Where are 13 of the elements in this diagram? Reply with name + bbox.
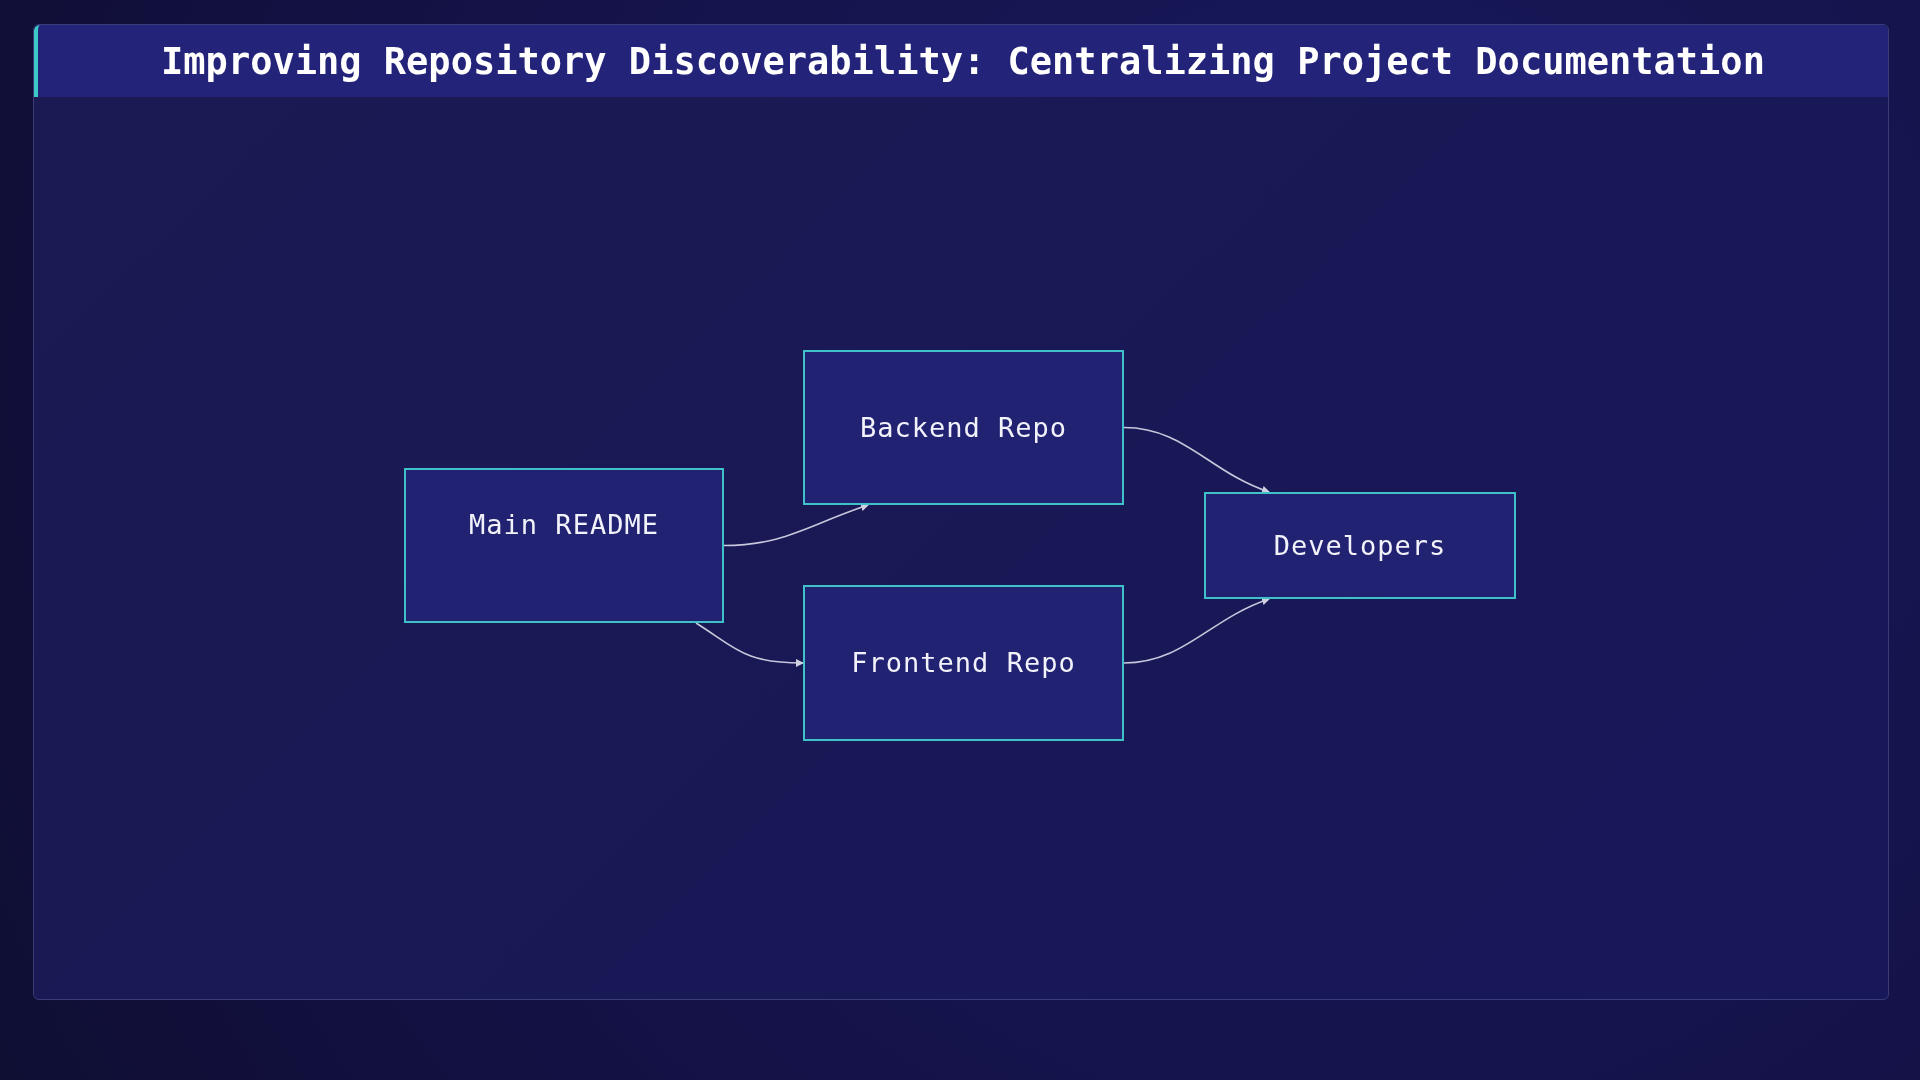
arrow xyxy=(1123,597,1270,664)
arrow xyxy=(695,622,804,667)
process-box xyxy=(803,350,1124,505)
process-box xyxy=(803,585,1124,741)
arrow xyxy=(723,503,869,547)
node-label: Main README xyxy=(469,508,659,542)
node-label: Frontend Repo xyxy=(851,646,1076,680)
node-label: Developers xyxy=(1273,528,1447,563)
title: Improving Repository Discoverability: Centralizing Project Documentation xyxy=(161,39,1765,83)
process-box xyxy=(1204,492,1516,599)
process-box xyxy=(404,468,724,623)
node-label: Backend Repo xyxy=(859,410,1068,445)
arrow xyxy=(1123,426,1270,494)
